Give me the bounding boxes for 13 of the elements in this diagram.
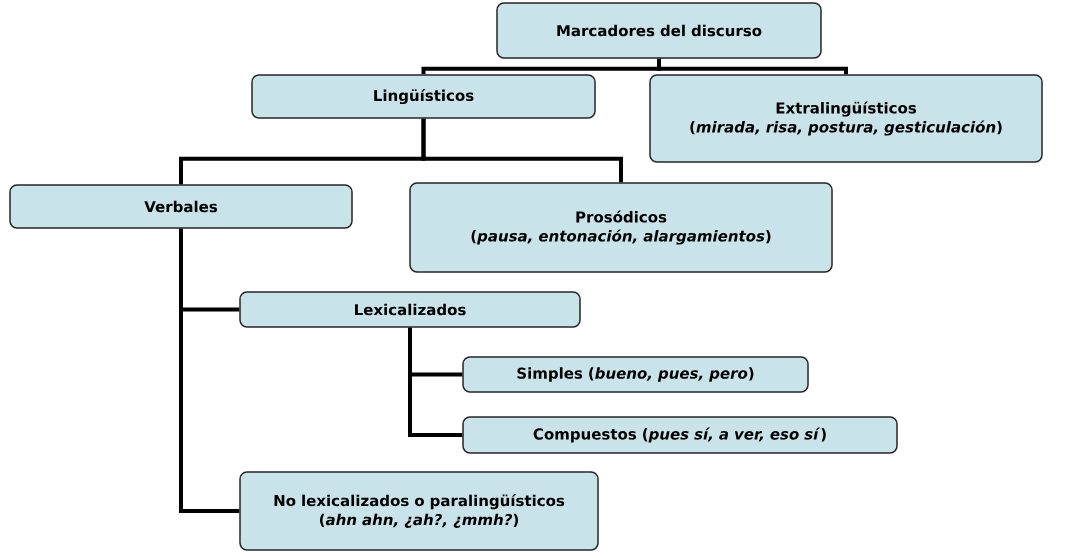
category-box: Extralingüísticos (mirada, risa, postura, gesticulación) (649, 74, 1043, 163)
connector-line (408, 327, 463, 437)
connector-line (421, 118, 623, 183)
category-box: Compuestos (pues sí, a ver, eso sí) (462, 416, 898, 454)
category-box: Simples (bueno, pues, pero) (462, 356, 809, 393)
category-box: Lexicalizados (239, 291, 581, 328)
category-box: Lingüísticos (251, 74, 596, 119)
category-box: Verbales (9, 184, 353, 229)
connector-line (179, 228, 240, 513)
category-box: No lexicalizados o paralingüísticos (ahn ahn, ¿ah?, ¿mmh?) (239, 471, 599, 551)
category-box: Prosódicos (pausa, entonación, alargamientos) (409, 182, 833, 273)
category-box: Marcadores del discurso (496, 2, 822, 59)
connector-line (657, 58, 848, 75)
